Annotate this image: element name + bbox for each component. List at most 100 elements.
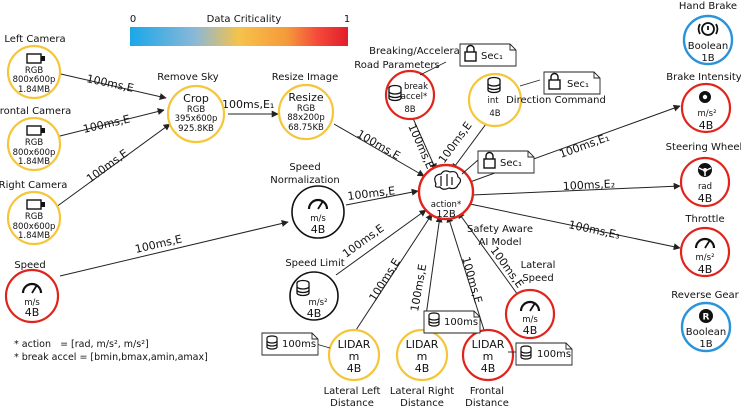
edge-label-limit: 100ms,E <box>340 222 386 261</box>
timing-tag-lidar-right: 100ms <box>423 310 481 334</box>
svg-text:4B: 4B <box>347 362 362 375</box>
node-remove-sky: Remove Sky Crop RGB 395x600p 925.8KB <box>157 72 226 144</box>
edge-break-action <box>411 115 437 171</box>
criticality-max: 1 <box>344 14 350 25</box>
svg-text:m: m <box>417 350 428 363</box>
edge-label-lidar-front: 100ms,E <box>459 255 485 305</box>
footnote-break: * break accel = [bmin,bmax,amin,amax] <box>14 352 208 363</box>
svg-text:4B: 4B <box>311 223 326 236</box>
edge-label-brake: 100ms,E₁ <box>558 131 612 161</box>
footnote-action: * action = [rad, m/s², m/s²] <box>14 339 149 350</box>
svg-text:800x600p: 800x600p <box>13 75 56 85</box>
node-speed: Speed m/s 4B <box>4 260 60 324</box>
svg-text:1B: 1B <box>701 53 714 64</box>
camera-icon <box>26 125 45 136</box>
svg-text:4B: 4B <box>25 306 40 319</box>
node-brake-intensity: Brake Intensity m/s² 4B <box>666 72 741 134</box>
criticality-gradient-bar <box>130 27 348 46</box>
edge-label-lidar-left: 100ms,E <box>367 256 403 304</box>
criticality-min: 0 <box>130 14 136 25</box>
right-camera-label: Right Camera <box>0 180 67 191</box>
database-icon <box>266 335 278 350</box>
svg-text:action*: action* <box>431 200 461 210</box>
edge-right-camera <box>51 123 171 211</box>
node-frontal-camera: Frontal Camera RGB 800x600p 1.84MB <box>0 106 71 172</box>
edge-label-norm: 100ms,E <box>347 184 396 203</box>
svg-text:Steering Wheel: Steering Wheel <box>666 142 741 153</box>
svg-text:Sec₁: Sec₁ <box>567 79 589 90</box>
svg-text:int: int <box>487 96 499 106</box>
svg-text:Road Parameters: Road Parameters <box>354 60 440 71</box>
svg-text:Lateral: Lateral <box>521 260 556 271</box>
edge-resize-action <box>333 123 425 177</box>
node-left-camera: Left Camera RGB 800x600p 1.84MB <box>4 34 66 100</box>
svg-text:Brake Intensity: Brake Intensity <box>666 72 741 83</box>
remove-sky-label: Remove Sky <box>157 72 219 83</box>
svg-text:m/s: m/s <box>522 315 538 325</box>
node-break-params: Breaking/Acceleration Road Parameters br… <box>354 46 479 121</box>
edge-label-lidar-right: 100ms,E <box>408 263 429 312</box>
svg-text:Speed: Speed <box>289 162 320 173</box>
svg-text:R: R <box>703 313 710 323</box>
svg-text:4B: 4B <box>699 119 714 132</box>
edge-speed-norm <box>59 220 289 277</box>
svg-text:rad: rad <box>698 182 712 192</box>
edge-direction-action <box>451 123 487 171</box>
svg-text:Frontal: Frontal <box>470 386 504 397</box>
svg-text:LIDAR: LIDAR <box>472 338 505 351</box>
svg-text:Lateral Left: Lateral Left <box>324 386 381 397</box>
hand-brake-icon <box>697 22 719 36</box>
edge-lidar-front-action <box>446 215 485 331</box>
svg-text:break: break <box>404 82 428 92</box>
sec-tag-direction: Sec₁ <box>519 71 601 95</box>
svg-text:m/s: m/s <box>24 298 40 308</box>
svg-text:Sec₁: Sec₁ <box>481 51 503 62</box>
svg-text:Lateral Right: Lateral Right <box>390 386 454 397</box>
database-icon <box>520 345 532 360</box>
svg-text:800x600p: 800x600p <box>13 148 56 158</box>
lock-icon <box>464 44 477 62</box>
svg-text:m/s: m/s <box>310 214 326 224</box>
svg-text:LIDAR: LIDAR <box>406 338 439 351</box>
timing-tag-lidar-left: 100ms <box>261 332 331 356</box>
edge-limit-action <box>335 209 427 276</box>
svg-text:Boolean: Boolean <box>686 327 727 338</box>
edge-action-throttle <box>469 203 681 251</box>
speedometer-icon <box>21 282 43 294</box>
direction-command-label: Direction Command <box>506 95 606 106</box>
lock-icon <box>548 72 561 90</box>
svg-text:Distance: Distance <box>465 398 509 409</box>
svg-text:1.84MB: 1.84MB <box>18 85 50 95</box>
brake-disc-icon <box>699 91 711 103</box>
svg-text:Breaking/Acceleration: Breaking/Acceleration <box>369 46 479 57</box>
reverse-gear-icon: R <box>699 309 713 323</box>
svg-text:Normalization: Normalization <box>270 175 340 186</box>
speedometer-icon <box>519 300 541 312</box>
svg-text:925.8KB: 925.8KB <box>178 124 214 134</box>
node-steering-wheel: Steering Wheel rad 4B <box>666 142 741 208</box>
svg-text:4B: 4B <box>415 362 430 375</box>
edge-label-right: 100ms,E <box>84 147 130 186</box>
node-direction-command: int 4B Direction Command <box>467 72 606 128</box>
node-right-camera: Right Camera RGB 800x600p 1.84MB <box>0 180 67 246</box>
edge-norm-action <box>345 188 419 206</box>
svg-text:Resize: Resize <box>288 91 323 104</box>
svg-text:4B: 4B <box>307 307 322 320</box>
database-icon <box>388 84 402 102</box>
timing-tag-lidar-front: 100ms <box>508 342 573 366</box>
svg-text:12B: 12B <box>436 209 456 220</box>
svg-text:Distance: Distance <box>400 398 444 409</box>
speedometer-icon <box>694 237 716 249</box>
svg-text:RGB: RGB <box>297 104 315 114</box>
svg-text:4B: 4B <box>481 362 496 375</box>
edge-label-direction: 100ms,E <box>436 119 475 165</box>
resize-image-label: Resize Image <box>272 72 339 83</box>
svg-text:Throttle: Throttle <box>684 214 724 225</box>
svg-text:accel*: accel* <box>401 92 427 102</box>
svg-text:4B: 4B <box>489 109 500 119</box>
criticality-legend: Data Criticality 0 1 <box>130 14 350 46</box>
svg-text:RGB: RGB <box>25 212 43 222</box>
database-icon <box>428 312 440 327</box>
edge-lateral-speed-action <box>457 211 519 296</box>
svg-text:100ms: 100ms <box>537 349 571 360</box>
